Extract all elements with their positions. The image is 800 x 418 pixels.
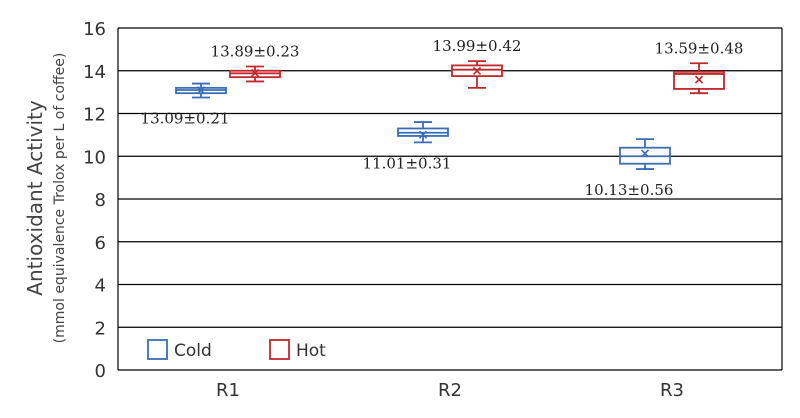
mean-marker: [694, 75, 704, 84]
x-axis-ticks: R1 R2 R3: [216, 380, 684, 401]
data-label-cold-r1: 13.09±0.21: [141, 109, 230, 127]
y-tick-label: 8: [95, 190, 106, 211]
legend-swatch-cold: [147, 339, 168, 360]
mean-marker: [196, 86, 206, 95]
mean-marker: [418, 130, 428, 139]
data-label-hot-r1: 13.89±0.23: [211, 42, 300, 60]
y-tick-label: 16: [83, 19, 106, 40]
data-label-hot-r3: 13.59±0.48: [655, 39, 744, 57]
x-tick-label: R3: [660, 380, 684, 401]
gridlines: [117, 27, 783, 371]
box-cold-r3: [619, 138, 671, 170]
y-tick-label: 4: [95, 276, 106, 297]
data-label-hot-r2: 13.99±0.42: [433, 37, 522, 55]
y-tick-label: 0: [95, 361, 106, 382]
y-tick-label: 10: [83, 147, 106, 168]
data-label-cold-r3: 10.13±0.56: [585, 181, 674, 199]
x-tick-label: R2: [438, 380, 462, 401]
legend-swatch-hot: [269, 339, 290, 360]
y-tick-label: 14: [83, 62, 106, 83]
legend-label-cold: Cold: [174, 341, 212, 361]
box-hot-r3: [673, 62, 725, 95]
data-labels: 13.09±0.21 11.01±0.31 10.13±0.56 13.89±0.23…: [141, 37, 744, 199]
mean-marker: [640, 149, 650, 158]
y-tick-label: 6: [95, 233, 106, 254]
mean-marker: [472, 66, 482, 76]
x-tick-label: R1: [216, 380, 240, 401]
box-hot-r1: [229, 65, 281, 83]
y-tick-label: 2: [95, 318, 106, 339]
y-axis-label: Antioxidant Activity: [23, 100, 47, 296]
mean-marker: [250, 69, 260, 78]
legend-label-hot: Hot: [296, 341, 326, 361]
box-plots: [175, 60, 725, 170]
legend: Cold Hot: [147, 339, 326, 361]
y-axis-ticks: 0 2 4 6 8 10 12 14 16: [83, 19, 106, 382]
y-tick-label: 12: [83, 105, 106, 126]
data-label-cold-r2: 11.01±0.31: [363, 154, 452, 172]
box-cold-r2: [397, 121, 449, 144]
box-hot-r2: [451, 60, 503, 89]
box-cold-r1: [175, 82, 227, 99]
y-axis-sublabel: (mmol equivalence Trolox per L of coffee…: [52, 53, 68, 344]
